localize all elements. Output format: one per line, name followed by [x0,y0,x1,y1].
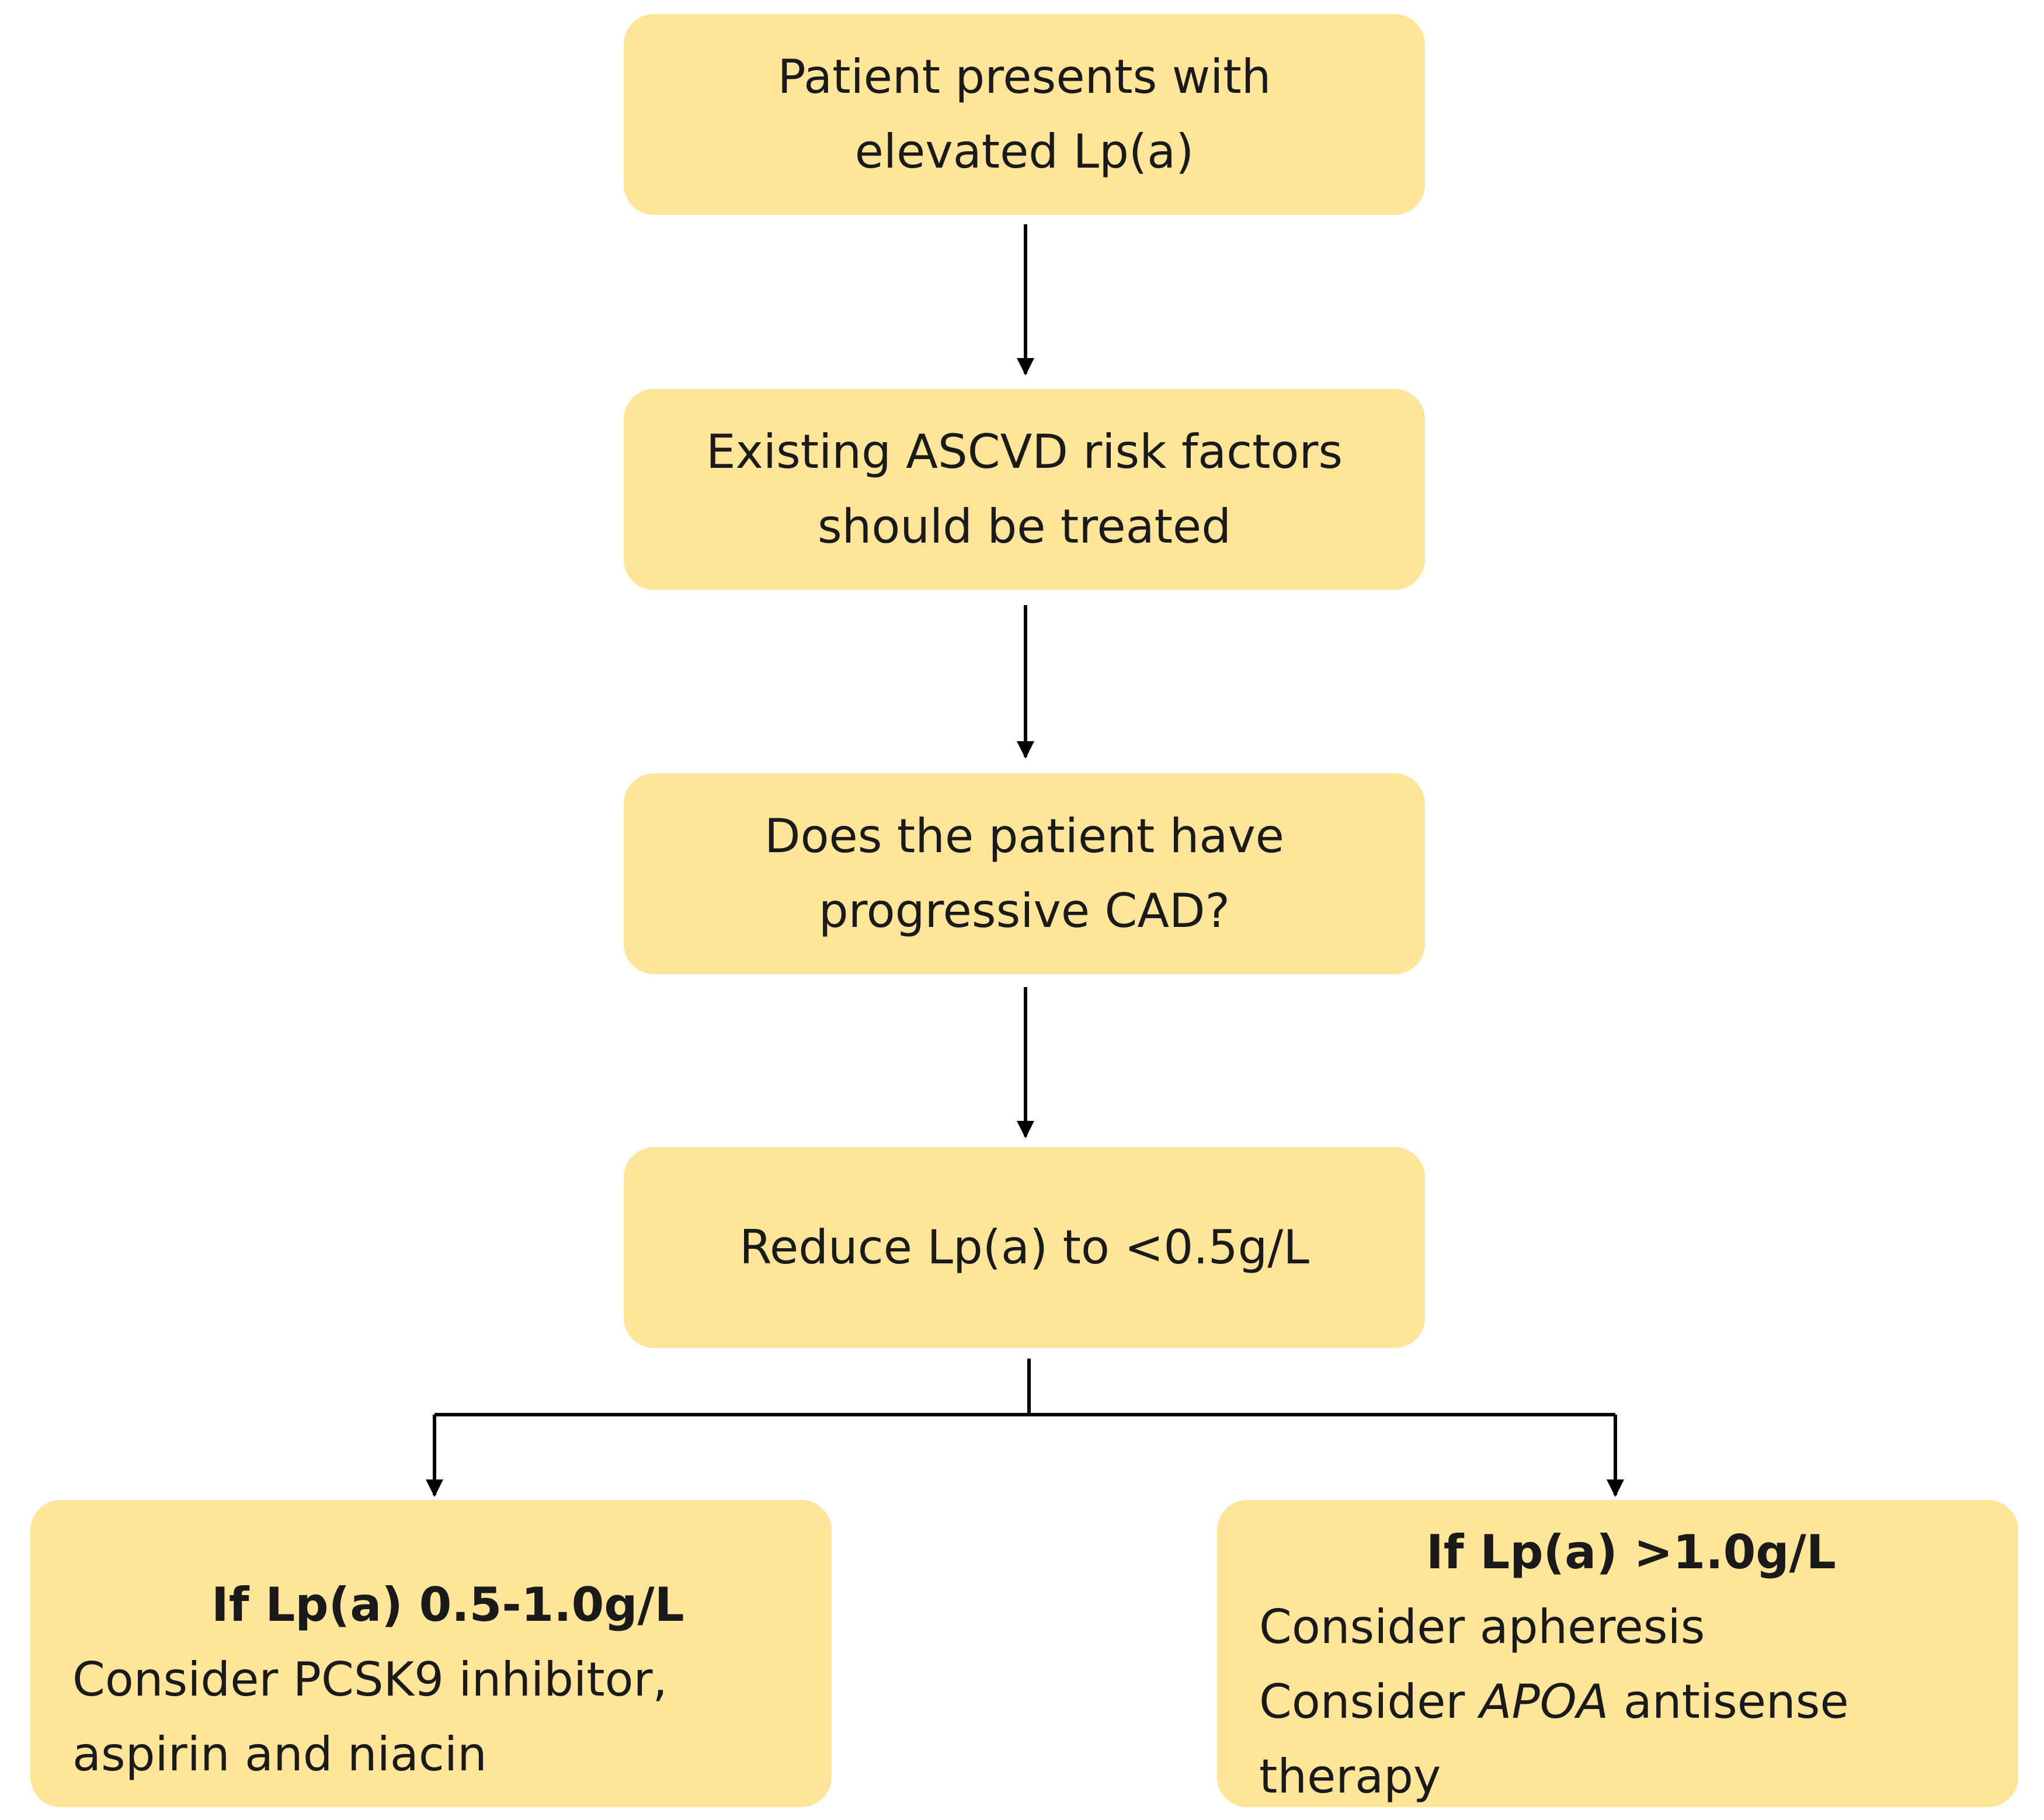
reduce-line-1: Reduce Lp(a) to <0.5g/L [739,1220,1309,1274]
risk-factors-box: Existing ASCVD risk factors should be tr… [624,389,1425,590]
right-branch-heading: If Lp(a) >1.0g/L [1426,1525,1836,1579]
risk-factors-line-2: should be treated [817,499,1231,554]
risk-factors-line-1: Existing ASCVD risk factors [705,425,1343,479]
start-box: Patient presents with elevated Lp(a) [624,14,1425,215]
left-branch-line-2: aspirin and niacin [72,1727,487,1781]
reduce-box: Reduce Lp(a) to <0.5g/L [624,1147,1425,1348]
right-branch-line-3: therapy [1259,1749,1441,1804]
apoa-gene-name: APOA [1479,1675,1609,1729]
cad-question-line-1: Does the patient have [764,809,1284,863]
cad-question-line-2: progressive CAD? [818,884,1230,938]
left-branch-box: If Lp(a) 0.5-1.0g/L Consider PCSK9 inhib… [30,1500,832,1807]
right-branch-line-2: Consider APOA antisense [1259,1665,2018,1739]
start-line-1: Patient presents with [777,50,1271,104]
left-branch-heading: If Lp(a) 0.5-1.0g/L [211,1578,684,1632]
left-branch-line-1: Consider PCSK9 inhibitor, [72,1652,668,1707]
right-branch-box: If Lp(a) >1.0g/L Consider apheresis Cons… [1217,1500,2018,1807]
right-branch-line-2-suffix: antisense [1608,1675,1849,1729]
right-branch-line-2-prefix: Consider [1259,1675,1480,1729]
start-line-2: elevated Lp(a) [854,124,1194,179]
cad-question-box: Does the patient have progressive CAD? [624,773,1425,974]
right-branch-line-1: Consider apheresis [1259,1600,1705,1654]
